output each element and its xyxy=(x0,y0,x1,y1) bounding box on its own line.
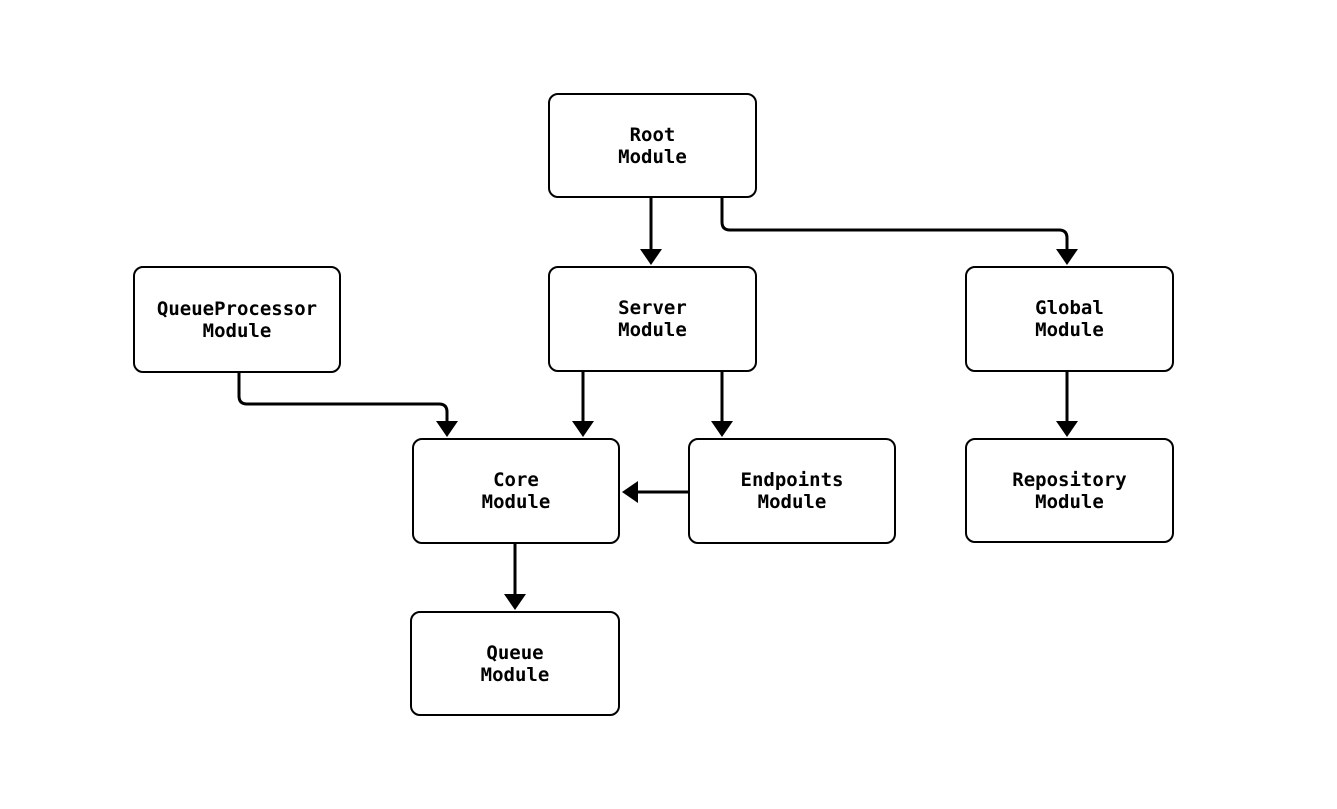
node-global-module: Global Module xyxy=(965,266,1174,372)
edge-server-to-endpoints-arrowhead xyxy=(711,421,733,437)
edge-global-to-repository-arrowhead xyxy=(1056,421,1078,437)
edge-queueprocessor-to-core-arrowhead xyxy=(436,421,458,437)
node-queue-module: Queue Module xyxy=(410,611,620,716)
node-repository-module-label: Repository Module xyxy=(1012,468,1127,513)
node-repository-module: Repository Module xyxy=(965,438,1174,543)
node-server-module: Server Module xyxy=(548,266,757,372)
edge-root-to-server-arrowhead xyxy=(640,249,662,265)
node-queueprocessor-module-label: QueueProcessor Module xyxy=(156,297,318,342)
node-root-module: Root Module xyxy=(548,93,757,198)
node-global-module-label: Global Module xyxy=(1035,297,1104,341)
node-queueprocessor-module: QueueProcessor Module xyxy=(133,266,341,373)
edge-queueprocessor-to-core xyxy=(237,373,449,422)
edge-root-to-global-arrowhead xyxy=(1056,249,1078,265)
node-core-module: Core Module xyxy=(412,438,620,544)
node-root-module-label: Root Module xyxy=(618,123,687,168)
edge-server-to-core-arrowhead xyxy=(572,421,594,437)
node-server-module-label: Server Module xyxy=(618,297,687,341)
edge-endpoints-to-core-arrowhead xyxy=(622,481,638,503)
node-core-module-label: Core Module xyxy=(481,469,551,513)
node-queue-module-label: Queue Module xyxy=(480,641,550,686)
edge-core-to-queue-arrowhead xyxy=(504,594,526,610)
node-endpoints-module-label: Endpoints Module xyxy=(740,469,844,513)
node-endpoints-module: Endpoints Module xyxy=(688,438,896,544)
edge-root-to-global xyxy=(720,198,1069,250)
